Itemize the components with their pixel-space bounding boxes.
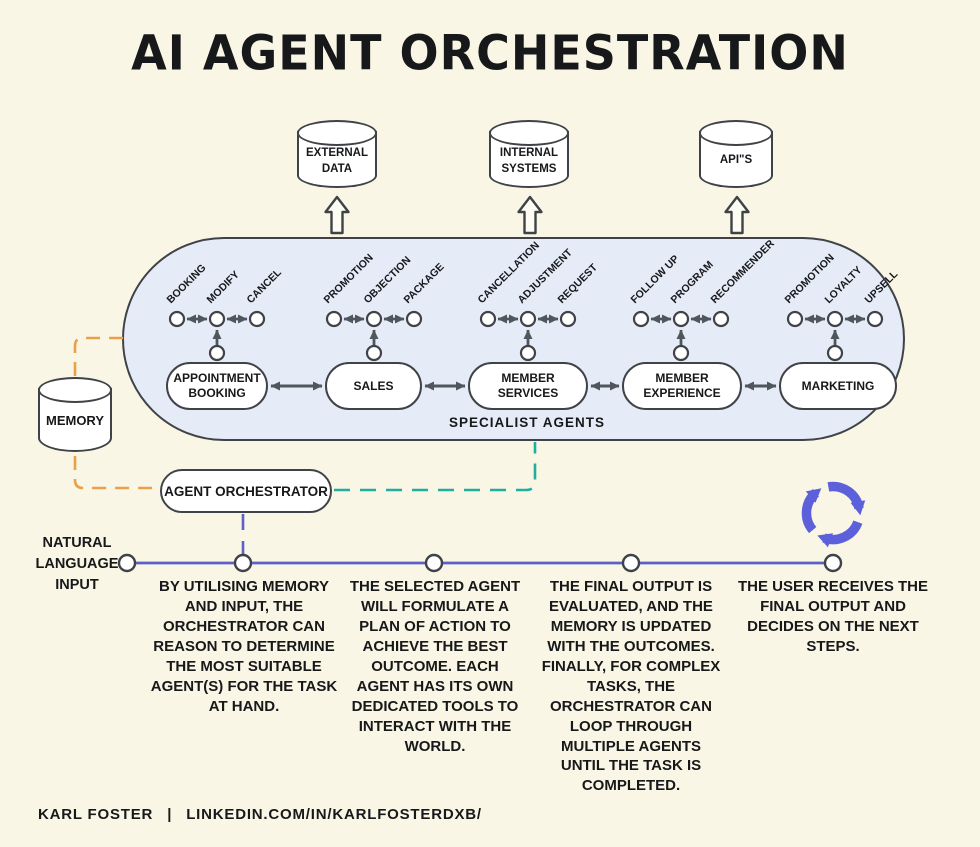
step-text-3: THE FINAL OUTPUT IS EVALUATED, AND THE M… — [541, 578, 721, 795]
page-title: AI AGENT ORCHESTRATION — [131, 24, 849, 82]
flow-timeline — [117, 514, 843, 573]
memory-label: MEMORY — [45, 413, 105, 428]
up-arrow-internal-systems — [517, 195, 543, 235]
up-arrow-external-data — [324, 195, 750, 235]
agent-orchestrator-box: AGENT ORCHESTRATOR — [160, 469, 332, 513]
agent-marketing: MARKETING — [779, 362, 897, 410]
step-text-4: THE USER RECEIVES THE FINAL OUTPUT AND D… — [737, 578, 929, 655]
step-text-1: BY UTILISING MEMORY AND INPUT, THE ORCHE… — [150, 578, 338, 715]
agent-sales: SALES — [325, 362, 422, 410]
loop-icon — [801, 481, 866, 548]
external-data-label: EXTERNAL DATA — [306, 147, 368, 176]
footer-linkedin-link[interactable]: LINKEDIN.COM/IN/KARLFOSTERDXB/ — [186, 806, 482, 823]
agent-member-services: MEMBER SERVICES — [468, 362, 588, 410]
agent-member-experience: MEMBER EXPERIENCE — [622, 362, 742, 410]
apis-label: API"S — [719, 154, 753, 166]
external-data-cylinder: EXTERNAL DATA — [296, 120, 378, 188]
internal-systems-label: INTERNAL SYSTEMS — [499, 147, 559, 176]
natural-language-input-label: NATURAL LANGUAGE INPUT — [35, 535, 119, 594]
apis-cylinder: API"S — [698, 120, 774, 188]
memory-cylinder: MEMORY — [37, 377, 113, 452]
footer-separator: | — [167, 806, 173, 823]
footer-author: KARL FOSTER — [38, 806, 154, 823]
orchestrator-agents-link — [334, 442, 537, 492]
step-text-2: THE SELECTED AGENT WILL FORMULATE A PLAN… — [349, 578, 521, 755]
agent-appointment-booking: APPOINTMENT BOOKING — [166, 362, 268, 410]
specialist-agents-caption: SPECIALIST AGENTS — [448, 415, 605, 430]
up-arrow-apis — [724, 195, 750, 235]
footer: KARL FOSTER | LINKEDIN.COM/IN/KARLFOSTER… — [38, 806, 482, 823]
internal-systems-cylinder: INTERNAL SYSTEMS — [488, 120, 570, 188]
